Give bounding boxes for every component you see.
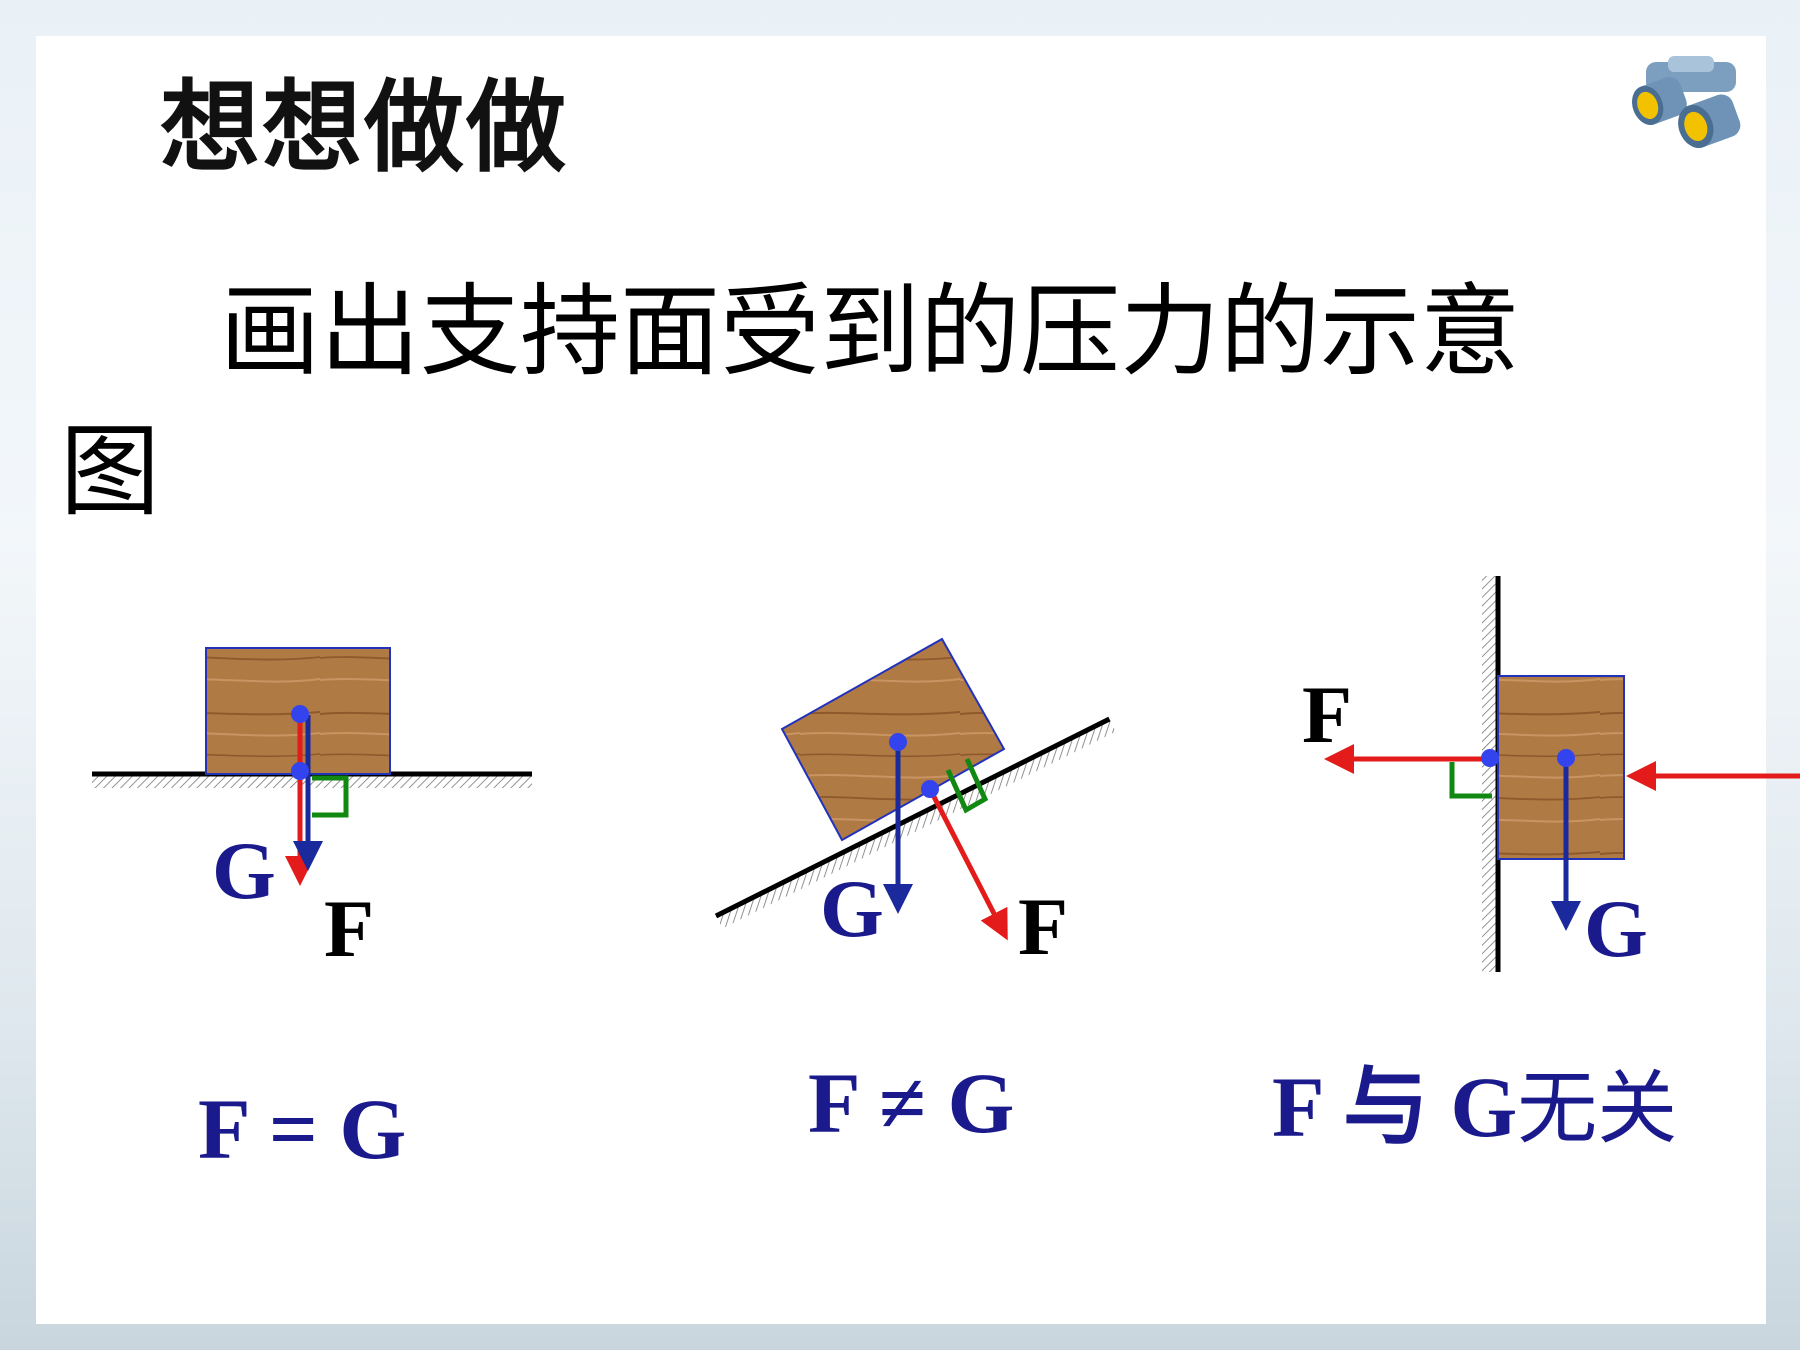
caption-wall-prefix: F 与 G: [1272, 1059, 1518, 1155]
block: [1497, 675, 1625, 860]
contact-point-dot: [1481, 749, 1499, 767]
right-angle-mark: [312, 775, 349, 818]
contact-point-dot: [921, 780, 939, 798]
pressure-label: F: [324, 883, 374, 974]
slide-title: 想想做做: [160, 69, 568, 186]
center-of-mass-dot: [291, 705, 309, 723]
right-angle-mark: [945, 757, 989, 814]
contact-point-dot: [291, 762, 309, 780]
center-of-mass-dot: [1557, 749, 1575, 767]
gravity-label: G: [820, 863, 884, 954]
binoculars-icon: [1632, 56, 1741, 149]
caption-wall-suffix: 无关: [1517, 1062, 1678, 1155]
center-of-mass-dot: [889, 733, 907, 751]
incline-diagram: G F: [714, 637, 1116, 972]
caption-incline: F ≠ G: [808, 1055, 1015, 1151]
right-angle-mark: [1449, 762, 1492, 799]
flat-surface-diagram: G F: [92, 647, 532, 974]
wall-hatching: [1482, 576, 1496, 972]
pressure-arrow: [927, 787, 1008, 941]
pressure-label: F: [1018, 881, 1068, 972]
task-prompt: 画出支持面受到的压力的示意图: [60, 273, 1520, 530]
ground-hatching: [92, 774, 532, 788]
caption-wall: F 与 G无关: [1272, 1064, 1677, 1150]
wall-diagram: F G: [1302, 576, 1800, 974]
incline-hatching: [716, 718, 1116, 929]
pressure-label: F: [1302, 669, 1352, 760]
gravity-label: G: [212, 825, 276, 916]
incline-line: [714, 716, 1111, 919]
caption-flat: F = G: [198, 1081, 407, 1177]
gravity-label: G: [1584, 883, 1648, 974]
